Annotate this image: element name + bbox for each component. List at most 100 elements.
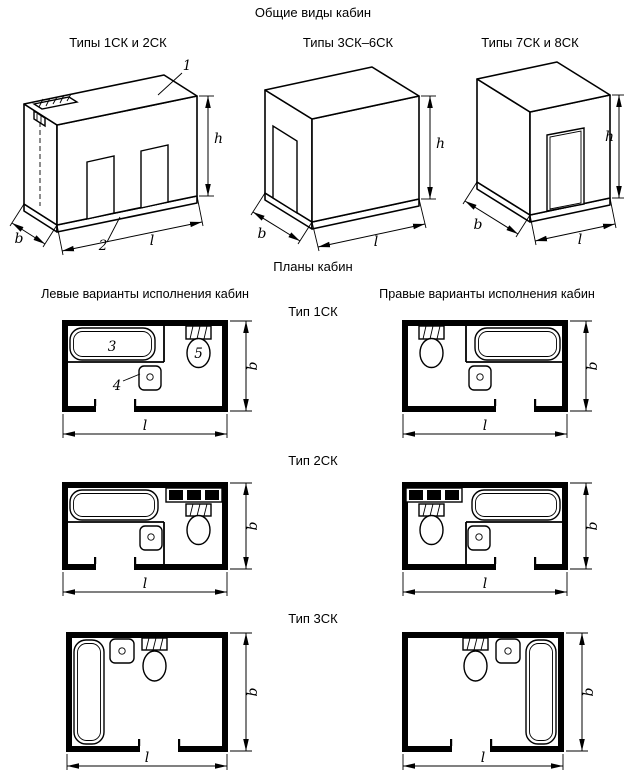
dimension-l: l xyxy=(402,750,564,770)
door-jamb xyxy=(490,739,493,746)
door-jamb xyxy=(134,399,137,406)
dim-b-label: b xyxy=(245,361,261,370)
plans-title: Планы кабин xyxy=(273,259,352,274)
bathtub xyxy=(474,327,561,361)
walls xyxy=(402,632,564,752)
washbasin xyxy=(468,365,492,391)
walls xyxy=(402,320,568,412)
general-view-7sk-8sk: Типы 7СК и 8СК h b l xyxy=(462,35,624,248)
type1-label: Тип 1СК xyxy=(288,304,338,319)
washbasin xyxy=(138,365,162,391)
washbasin-drain xyxy=(476,373,484,381)
dimension-h: h xyxy=(199,95,223,197)
dimension-b: b xyxy=(462,181,531,238)
dim-b-label: b xyxy=(585,521,601,530)
bathtub xyxy=(73,639,105,745)
dim-l-label: l xyxy=(150,233,154,249)
door-jamb xyxy=(494,399,497,406)
view3-title: Типы 7СК и 8СК xyxy=(481,35,579,50)
dim-b-label: b xyxy=(474,217,483,233)
right-variants-header: Правые варианты исполнения кабин xyxy=(379,287,595,301)
door-inner-line xyxy=(549,130,582,210)
dim-b-label: b xyxy=(581,687,597,696)
toilet-bowl xyxy=(463,650,488,682)
washbasin xyxy=(109,638,135,664)
plan-type1-left: 3 4 5 b l xyxy=(62,320,261,438)
general-view-3sk-6sk: Типы 3СК–6СК h b l xyxy=(250,35,445,252)
toilet xyxy=(418,503,445,546)
plan-type2-right: b l xyxy=(402,482,601,596)
washbasin xyxy=(139,525,163,551)
dimension-l: l xyxy=(529,197,617,248)
plan-type1-right: b l xyxy=(402,320,601,438)
washbasin-drain xyxy=(147,533,155,541)
bathtub-inner xyxy=(77,643,101,741)
toilet xyxy=(418,325,445,369)
callout-4-leader xyxy=(122,373,141,382)
toilet-bowl xyxy=(419,514,444,546)
door-jamb xyxy=(494,557,497,564)
dim-b-label: b xyxy=(585,361,601,370)
left-variants-header: Левые варианты исполнения кабин xyxy=(41,287,249,301)
plan-type3-right: b l xyxy=(402,632,597,770)
dim-l-label: l xyxy=(145,750,149,766)
dim-b-label: b xyxy=(245,687,261,696)
dim-b-label: b xyxy=(15,231,24,247)
view2-title: Типы 3СК–6СК xyxy=(303,35,394,50)
dim-l-label: l xyxy=(578,232,582,248)
vent-unit xyxy=(165,487,223,503)
dim-h-label: h xyxy=(214,131,223,147)
door-jamb xyxy=(134,557,137,564)
toilet-bowl xyxy=(142,650,167,682)
dimension-l: l xyxy=(311,198,427,252)
washbasin-drain xyxy=(475,533,483,541)
walls xyxy=(62,320,228,412)
dim-l-label: l xyxy=(483,576,487,592)
plan-type2-left: b l xyxy=(62,482,261,596)
general-view-1sk-2sk: Типы 1СК и 2СК 1 2 h xyxy=(9,35,223,256)
bathtub xyxy=(69,327,156,361)
vent-block xyxy=(32,93,79,128)
toilet-bowl xyxy=(419,337,444,369)
bathtub-inner xyxy=(475,493,557,517)
door-jamb xyxy=(450,739,453,746)
dimension-l: l xyxy=(66,750,228,770)
dimension-l: l xyxy=(62,572,228,596)
vent-unit xyxy=(405,487,463,503)
door-jamb xyxy=(534,399,537,406)
toilet xyxy=(462,637,489,682)
dimension-b: b xyxy=(566,632,597,752)
toilet-bowl xyxy=(186,514,211,546)
bathtub-inner xyxy=(73,331,152,357)
dimension-l: l xyxy=(62,414,228,438)
door-opening-2 xyxy=(140,144,169,209)
dimension-b: b xyxy=(230,632,261,752)
toilet-bowl xyxy=(186,337,211,369)
callout-3: 3 xyxy=(108,339,117,355)
dimension-h: h xyxy=(421,95,445,200)
dim-l-label: l xyxy=(481,750,485,766)
bathtub-inner xyxy=(73,493,155,517)
dimension-l: l xyxy=(402,572,568,596)
dim-l-label: l xyxy=(483,418,487,434)
washbasin xyxy=(467,525,491,551)
callout-1-leader xyxy=(157,72,183,96)
dimension-b: b xyxy=(230,320,261,412)
view1-title: Типы 1СК и 2СК xyxy=(69,35,167,50)
dimension-b: b xyxy=(250,192,313,245)
dim-l-label: l xyxy=(143,576,147,592)
callout-4: 4 xyxy=(112,378,122,394)
dimension-b: b xyxy=(230,482,261,570)
door-jamb xyxy=(94,557,97,564)
top-face xyxy=(476,61,611,113)
plan-type3-left: b l xyxy=(66,632,261,770)
dimension-b: b xyxy=(570,482,601,570)
toilet xyxy=(185,503,212,546)
type3-label: Тип 3СК xyxy=(288,611,338,626)
dimension-b: b xyxy=(9,203,58,248)
washbasin-drain xyxy=(504,647,512,655)
dim-l-label: l xyxy=(374,234,378,250)
callout-5: 5 xyxy=(194,346,203,362)
